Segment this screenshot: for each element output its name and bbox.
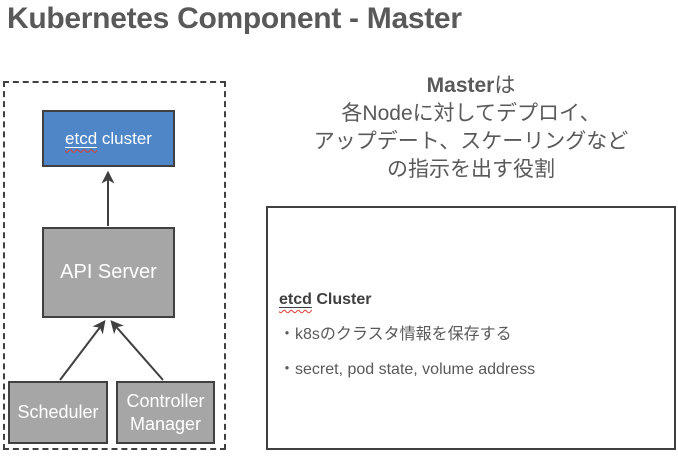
info-bullet-cluster-data: ・k8sのクラスタ情報を保存する [279, 326, 512, 343]
description-line-3: アップデート、スケーリングなど [313, 130, 629, 153]
info-box-heading: etcd Cluster [279, 291, 372, 308]
master-group-outline [3, 81, 226, 450]
node-api-server-label: API Server [60, 261, 157, 283]
etcd-word-misspell-squiggle: etcd [65, 128, 98, 148]
description-line-1: Masterは [426, 74, 516, 97]
node-api-server: API Server [42, 227, 175, 318]
description-master-keyword: Master [426, 74, 495, 97]
master-role-description: Masterは 各Nodeに対してデプロイ、 アップデート、スケーリングなど の… [266, 72, 676, 184]
node-scheduler: Scheduler [8, 381, 108, 444]
node-scheduler-label: Scheduler [17, 402, 99, 422]
description-line-4: の指示を出す役割 [387, 158, 555, 181]
etcd-cluster-info-box: etcd Cluster ・k8sのクラスタ情報を保存する ・secret, p… [266, 206, 676, 450]
info-bullet-stored-items: ・secret, pod state, volume address [279, 361, 536, 378]
etcd-cluster-info-content: etcd Cluster ・k8sのクラスタ情報を保存する ・secret, p… [268, 208, 674, 380]
description-line-2: 各Nodeに対してデプロイ、 [341, 102, 601, 125]
node-controller-manager: Controller Manager [116, 381, 215, 444]
node-etcd-cluster-label: etcd cluster [65, 128, 152, 148]
etcd-word-misspell-squiggle: etcd [279, 291, 312, 308]
node-controller-manager-label-line1: Controller [126, 391, 205, 411]
node-controller-manager-label-line2: Manager [129, 413, 202, 434]
page-title: Kubernetes Component - Master [7, 2, 462, 35]
node-etcd-cluster: etcd cluster [42, 110, 175, 167]
